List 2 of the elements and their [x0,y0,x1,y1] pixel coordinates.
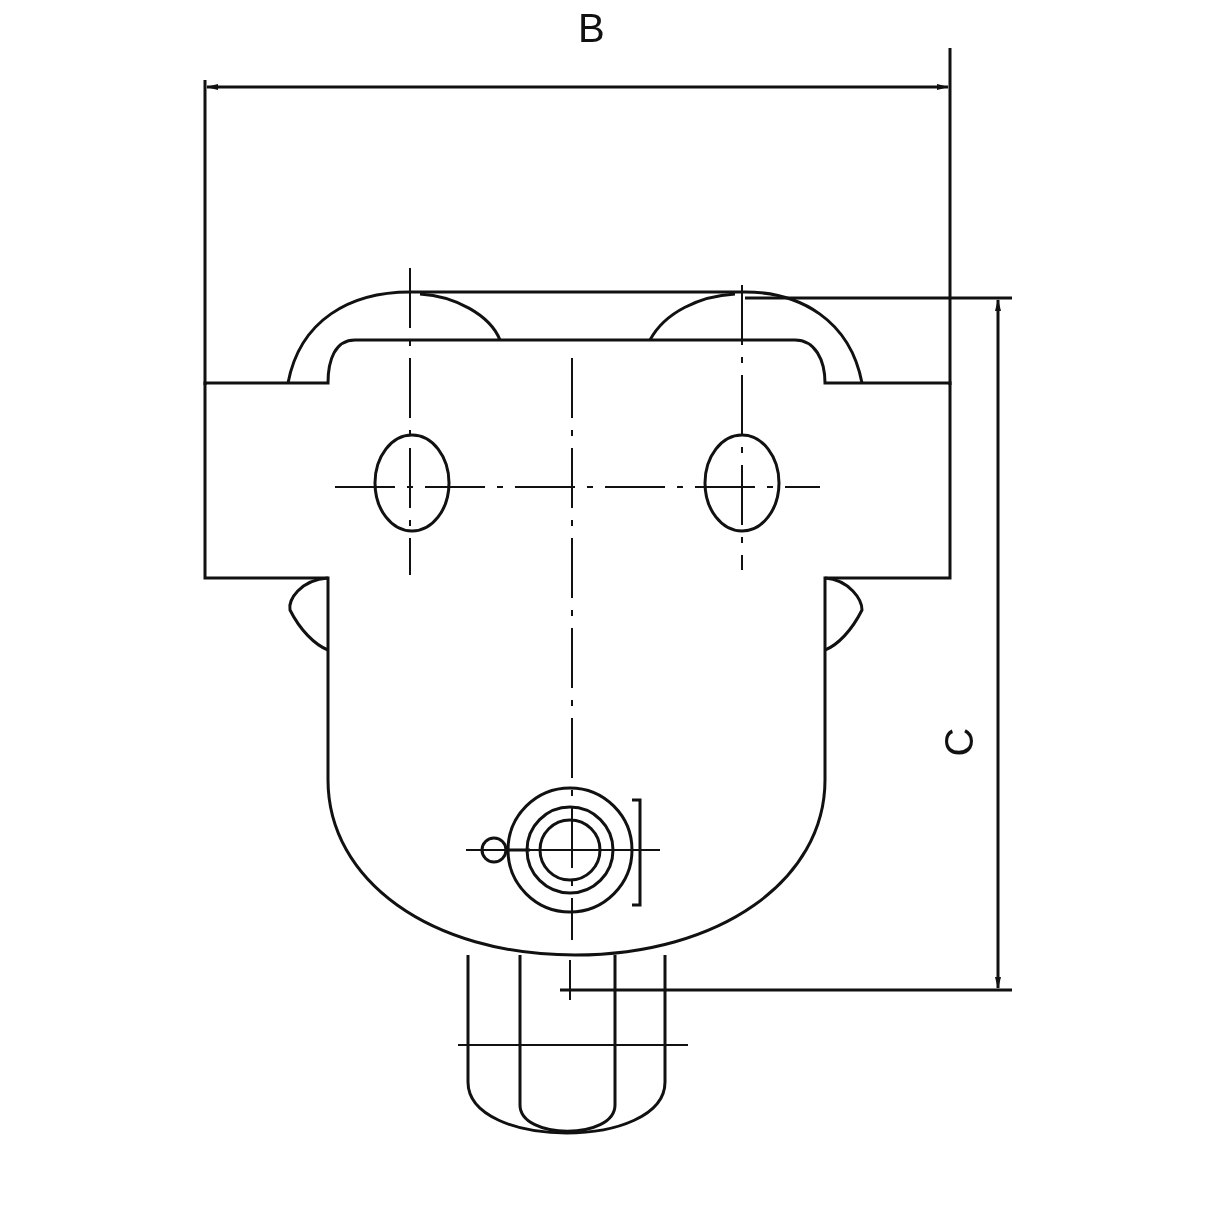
dimension-label: B [578,8,605,48]
dimension-label: C [939,727,980,757]
